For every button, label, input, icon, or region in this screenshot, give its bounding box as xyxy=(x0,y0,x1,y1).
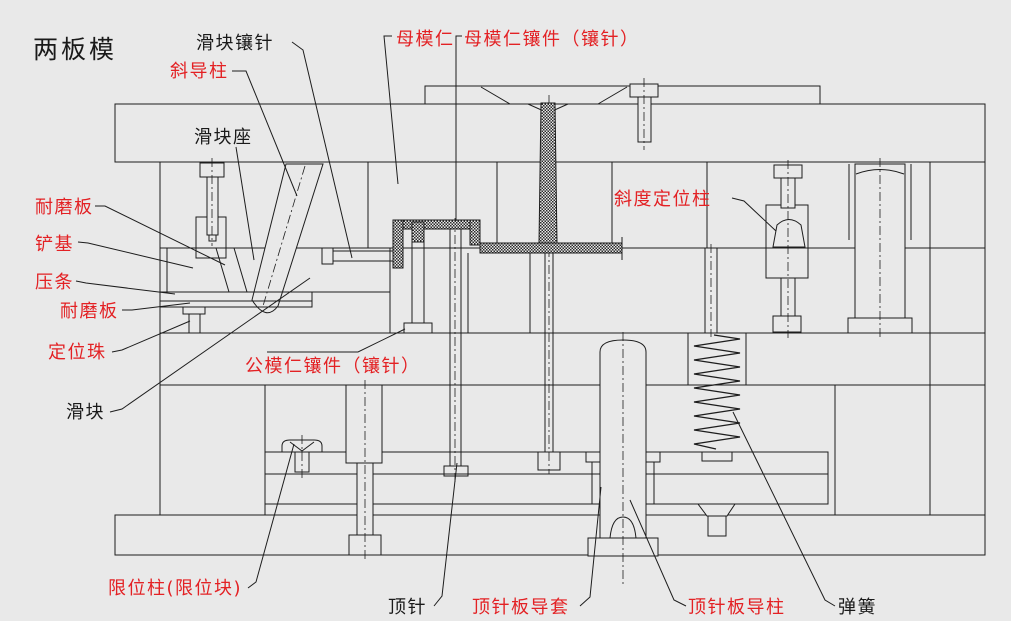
molded-part-right-wall xyxy=(469,219,481,246)
labels: 两板模 滑块镶针 斜导柱 滑块座 母模仁 母模仁镶件（镶针） 耐磨板 铲基 压条… xyxy=(33,29,877,618)
bottom-clamping-plate xyxy=(114,514,986,556)
spring-shape xyxy=(687,333,747,462)
label-slider: 滑块 xyxy=(66,402,105,423)
leader-lines xyxy=(75,35,836,607)
label-core-sub-insert: 公模仁镶件（镶针） xyxy=(245,356,421,377)
label-ball-catch: 定位珠 xyxy=(48,342,107,363)
slider-wear-plate xyxy=(215,247,248,293)
clamp-strip-shape xyxy=(159,291,313,302)
runner-channel xyxy=(479,242,623,254)
bottom-stop-screw xyxy=(697,503,736,537)
main-guide-pillar xyxy=(847,158,913,340)
label-slider-insert-pin: 滑块镶针 xyxy=(196,33,274,54)
slider-assembly xyxy=(159,158,398,334)
mold-plates xyxy=(114,78,986,556)
label-ejector-plate-guide-pillar: 顶针板导柱 xyxy=(688,597,786,618)
label-ejector-pin: 顶针 xyxy=(388,597,427,618)
wear-plate-shape xyxy=(159,300,313,308)
molded-part-and-runner xyxy=(392,102,623,269)
label-cavity-insert: 母模仁 xyxy=(396,29,455,50)
label-wear-plate-top: 耐磨板 xyxy=(35,197,94,218)
label-wedge-base: 铲基 xyxy=(35,234,74,255)
right-spacer-block xyxy=(834,384,931,516)
molded-part-top xyxy=(392,219,481,230)
label-slider-seat: 滑块座 xyxy=(194,127,253,148)
stop-pillar-and-screw xyxy=(345,380,383,560)
label-cavity-sub-insert: 母模仁镶件（镶针） xyxy=(464,29,640,50)
left-spacer-block xyxy=(159,384,266,516)
page-title: 两板模 xyxy=(33,35,117,64)
label-limit-pillar: 限位柱(限位块) xyxy=(108,578,242,599)
top-raised-block xyxy=(424,85,821,105)
label-angle-guide-pin: 斜导柱 xyxy=(170,61,229,82)
ejector-guide-pillar-shape xyxy=(585,332,661,586)
insert-tip-hatched xyxy=(411,221,425,243)
slider-insert-pin-shape xyxy=(321,247,398,265)
label-spring: 弹簧 xyxy=(838,597,877,618)
label-taper-locating-pillar: 斜度定位柱 xyxy=(614,189,712,210)
label-clamp-strip: 压条 xyxy=(35,272,74,293)
molded-part-left-wall xyxy=(392,219,404,269)
ejector-pin-shape xyxy=(449,223,462,467)
ball-catch-shape xyxy=(182,306,206,334)
core-insert-and-pins xyxy=(403,95,561,482)
top-bolt xyxy=(629,78,659,150)
label-ejector-plate-guide-bush: 顶针板导套 xyxy=(472,597,570,618)
ejector-base-plate xyxy=(264,473,829,505)
angle-guide-pin-shape xyxy=(251,163,324,314)
label-wear-plate-bottom: 耐磨板 xyxy=(60,301,119,322)
wedge-bolt xyxy=(199,158,225,246)
right-side-wall xyxy=(929,161,986,516)
taper-locating-pillar-assembly xyxy=(765,160,809,338)
sprue-channel xyxy=(538,102,558,244)
core-insert-pin xyxy=(411,241,425,324)
limit-pillar-shape xyxy=(281,435,323,478)
